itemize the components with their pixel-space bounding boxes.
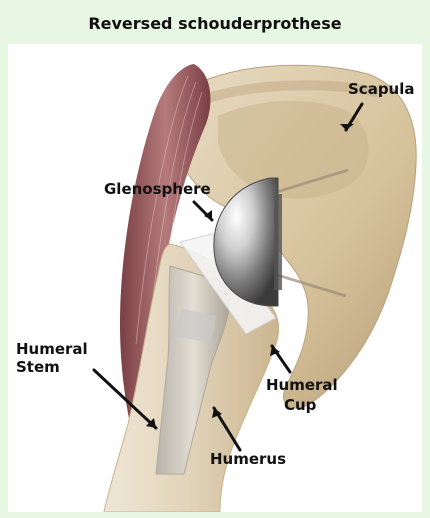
diagram-title: Reversed schouderprothese [0, 14, 430, 33]
label-humeral-cup-line1: Humeral [266, 376, 338, 394]
label-humerus: Humerus [210, 450, 286, 468]
label-scapula: Scapula [348, 80, 415, 98]
label-humeral-stem-line1: Humeral [16, 340, 88, 358]
glenosphere-baseplate [274, 194, 282, 290]
shoulder-prosthesis-illustration: Scapula Glenosphere Humeral Stem Humeral… [8, 44, 422, 512]
label-humeral-stem-line2: Stem [16, 358, 60, 376]
label-glenosphere: Glenosphere [104, 180, 211, 198]
label-humeral-cup-line2: Cup [284, 396, 317, 414]
illustration-canvas: Scapula Glenosphere Humeral Stem Humeral… [8, 44, 422, 512]
